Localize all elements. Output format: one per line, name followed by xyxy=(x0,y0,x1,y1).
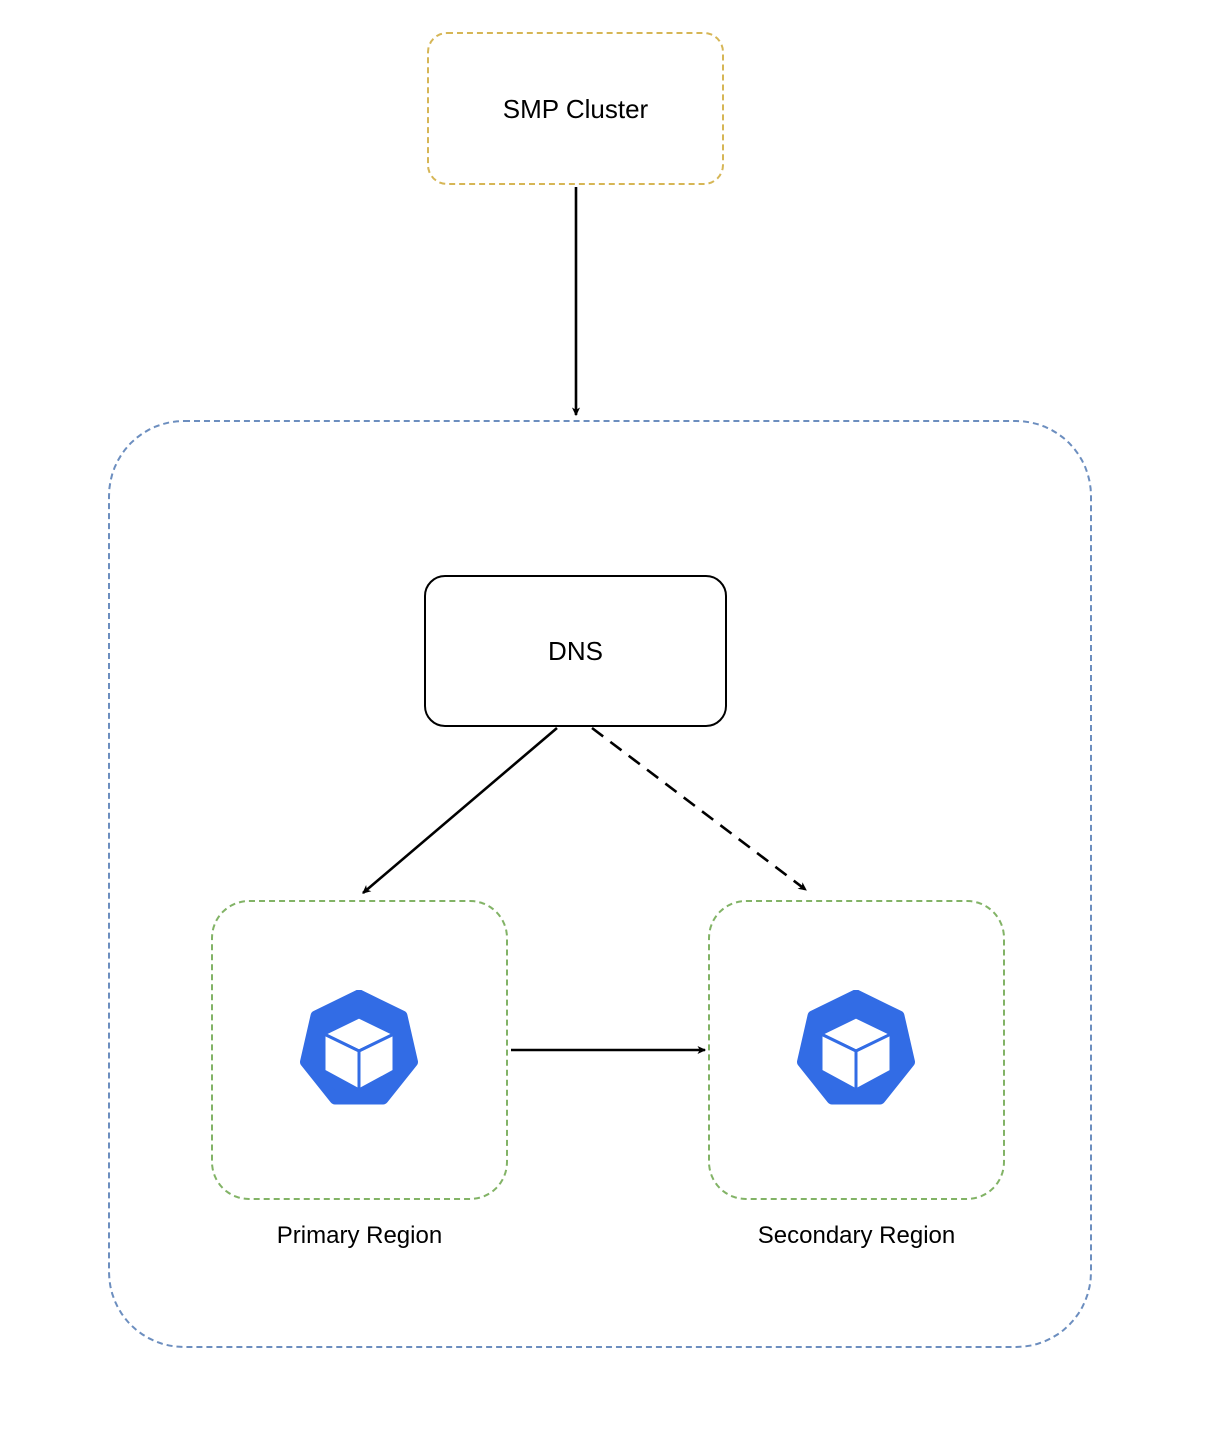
dns-label: DNS xyxy=(548,636,603,666)
primary-region-label: Primary Region xyxy=(276,1222,443,1249)
kubernetes-icon xyxy=(797,990,915,1105)
secondary-region-node[interactable] xyxy=(708,900,1005,1200)
smp-cluster-label: SMP Cluster xyxy=(502,93,649,124)
secondary-region-label: Secondary Region xyxy=(757,1222,956,1249)
kubernetes-icon xyxy=(300,990,418,1105)
smp-cluster-node[interactable]: SMP Cluster xyxy=(427,32,724,185)
outer-container-node[interactable] xyxy=(108,420,1092,1348)
dns-node[interactable]: DNS xyxy=(424,575,727,727)
primary-region-node[interactable] xyxy=(211,900,508,1200)
